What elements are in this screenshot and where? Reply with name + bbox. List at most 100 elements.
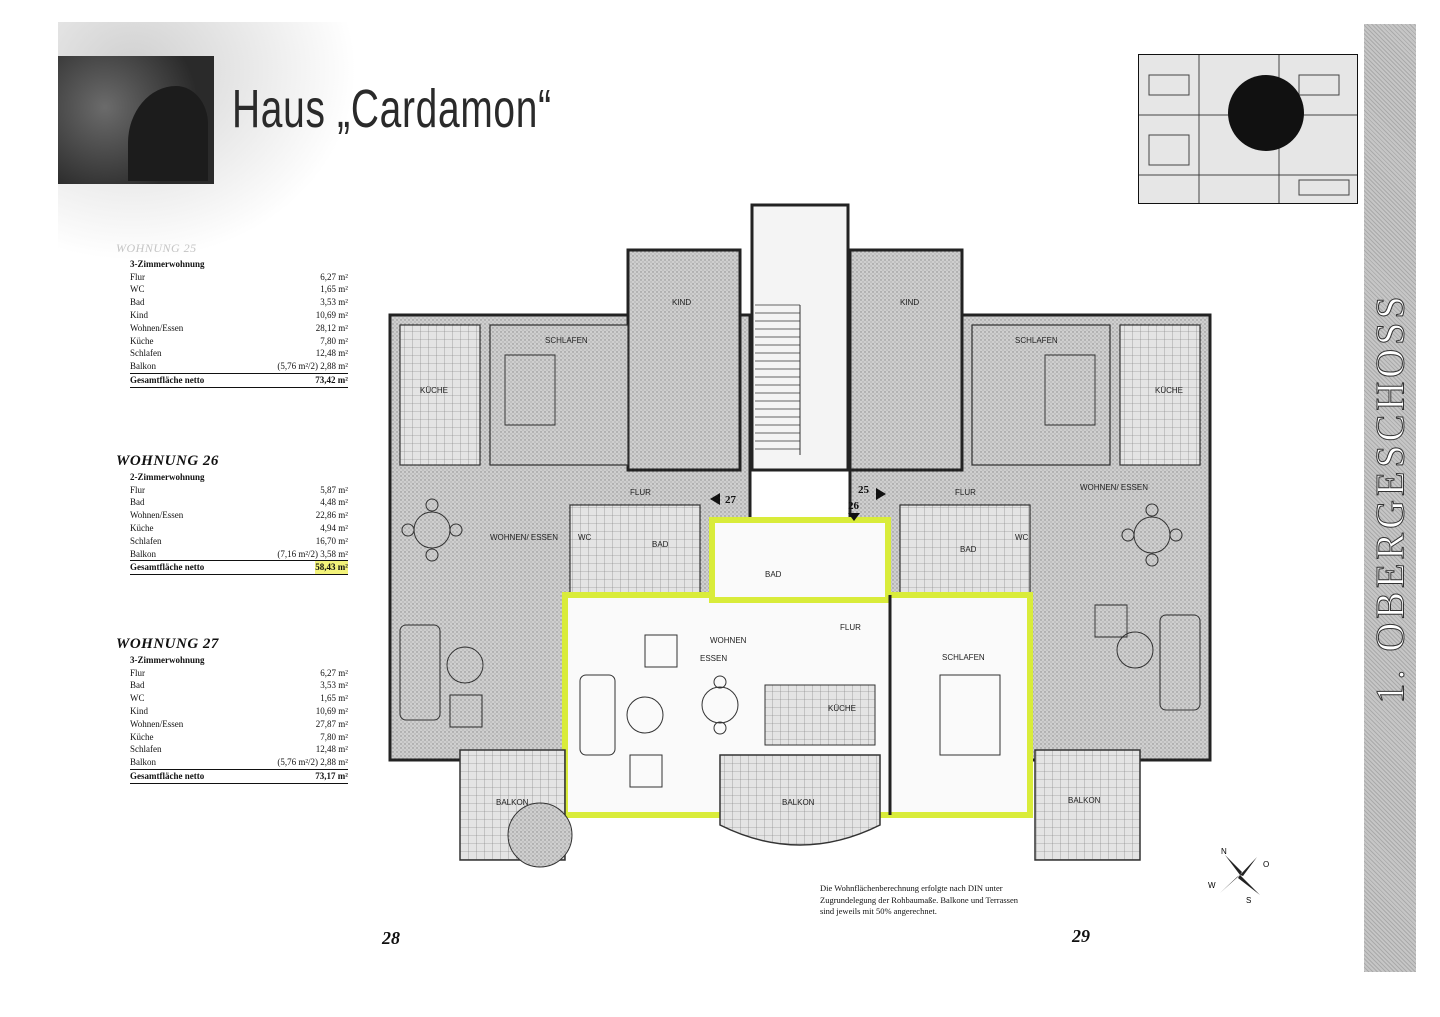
label-flur-right: FLUR — [955, 488, 976, 497]
page-number-left: 28 — [382, 928, 400, 948]
area-label: Flur — [130, 667, 146, 678]
area-total-row: Gesamtfläche netto 58,43 m² — [130, 560, 348, 576]
area-value: 28,12 m² — [315, 322, 348, 333]
area-total-row: Gesamtfläche netto 73,17 m² — [130, 768, 348, 784]
area-total-label: Gesamtfläche netto — [130, 562, 205, 573]
compass-icon: N O W S — [1208, 847, 1269, 905]
label-wohnen-essen-left: WOHNEN/ ESSEN — [490, 533, 558, 542]
area-value: 12,48 m² — [315, 744, 348, 755]
room-kueche-right — [1119, 324, 1201, 466]
unit-number-25: 25 — [858, 484, 870, 496]
area-total-label: Gesamtfläche netto — [130, 770, 205, 781]
unit-name: WOHNUNG 25 — [116, 241, 197, 255]
floor-plan: KIND KIND SCHLAFEN SCHLAFEN KÜCHE KÜCHE … — [388, 203, 1212, 868]
label-flur-center: FLUR — [840, 623, 861, 632]
area-value: 16,70 m² — [315, 535, 348, 546]
area-label: Balkon — [130, 757, 156, 768]
compass-s: S — [1246, 896, 1251, 905]
label-kueche-left: KÜCHE — [420, 386, 448, 395]
label-bad-center: BAD — [765, 570, 782, 579]
area-row: Balkon (5,76 m²/2) 2,88 m² — [130, 756, 348, 769]
area-label: Bad — [130, 680, 145, 691]
area-row: Balkon(5,76 m²/2) 2,88 m² — [130, 360, 348, 373]
arrow-right-icon — [876, 488, 886, 500]
stairs — [755, 304, 801, 455]
room-kueche-left — [399, 324, 481, 466]
label-wc-right: WC — [1015, 533, 1029, 542]
label-essen-center: ESSEN — [700, 654, 727, 663]
room-bad-right — [899, 504, 1031, 596]
floor-label: 1. OBERGESCHOSS — [1367, 292, 1413, 704]
area-value: 6,27 m² — [320, 667, 348, 678]
label-kueche-center: KÜCHE — [828, 704, 856, 713]
area-row: Balkon(7,16 m²/2) 3,58 m² — [130, 548, 348, 561]
unit-type: 2-Zimmerwohnung — [130, 471, 205, 482]
compass-o: O — [1263, 860, 1269, 869]
area-total-value: 58,43 m² — [315, 561, 348, 575]
area-label: Bad — [130, 297, 145, 308]
unit-type: 3-Zimmerwohnung — [130, 258, 205, 269]
room-kueche-center — [764, 684, 876, 746]
area-value: 10,69 m² — [315, 705, 348, 716]
balcony-center — [719, 754, 881, 846]
area-value: 1,65 m² — [320, 284, 348, 295]
unit-name: WOHNUNG 26 — [116, 453, 219, 469]
label-balkon-right: BALKON — [1068, 796, 1101, 805]
area-label: Schlafen — [130, 744, 162, 755]
area-row: Flur 6,27 m² — [130, 667, 348, 680]
label-kind-left: KIND — [672, 298, 691, 307]
unit-number-26: 26 — [848, 500, 860, 512]
room-kind-right — [848, 248, 964, 472]
area-label: Kind — [130, 705, 148, 716]
site-map — [1138, 54, 1358, 204]
label-wohnen-center: WOHNEN — [710, 636, 747, 645]
unit-name: WOHNUNG 27 — [116, 636, 219, 652]
area-label: Küche — [130, 335, 154, 346]
area-value: (5,76 m²/2) 2,88 m² — [277, 757, 348, 768]
area-label: Wohnen/Essen — [130, 718, 184, 729]
round-table-balcony — [507, 802, 573, 868]
room-schlafen-right — [971, 324, 1111, 466]
label-wc-left: WC — [578, 533, 592, 542]
unit-type: 3-Zimmerwohnung — [130, 654, 205, 665]
area-label: Küche — [130, 522, 154, 533]
balcony-right — [1034, 749, 1141, 861]
furniture — [399, 354, 1201, 788]
arrow-left-icon — [710, 493, 720, 505]
arrow-down-icon — [848, 513, 860, 521]
area-label: WC — [130, 693, 145, 704]
label-balkon-center: BALKON — [782, 798, 815, 807]
room-bad-left — [569, 504, 701, 596]
label-balkon-left: BALKON — [496, 798, 529, 807]
area-value: (5,76 m²/2) 2,88 m² — [277, 361, 348, 372]
unit-26-bath — [709, 517, 891, 603]
area-label: Schlafen — [130, 348, 162, 359]
area-total-value: 73,17 m² — [315, 770, 348, 781]
area-label: Wohnen/Essen — [130, 510, 184, 521]
page-number-right: 29 — [1072, 926, 1090, 946]
label-flur-left: FLUR — [630, 488, 651, 497]
site-location-marker — [1228, 75, 1304, 151]
area-label: Bad — [130, 497, 145, 508]
floor-sidebar: 1. OBERGESCHOSS — [1364, 24, 1416, 972]
area-value: 5,87 m² — [320, 484, 348, 495]
label-bad-left: BAD — [652, 540, 669, 549]
